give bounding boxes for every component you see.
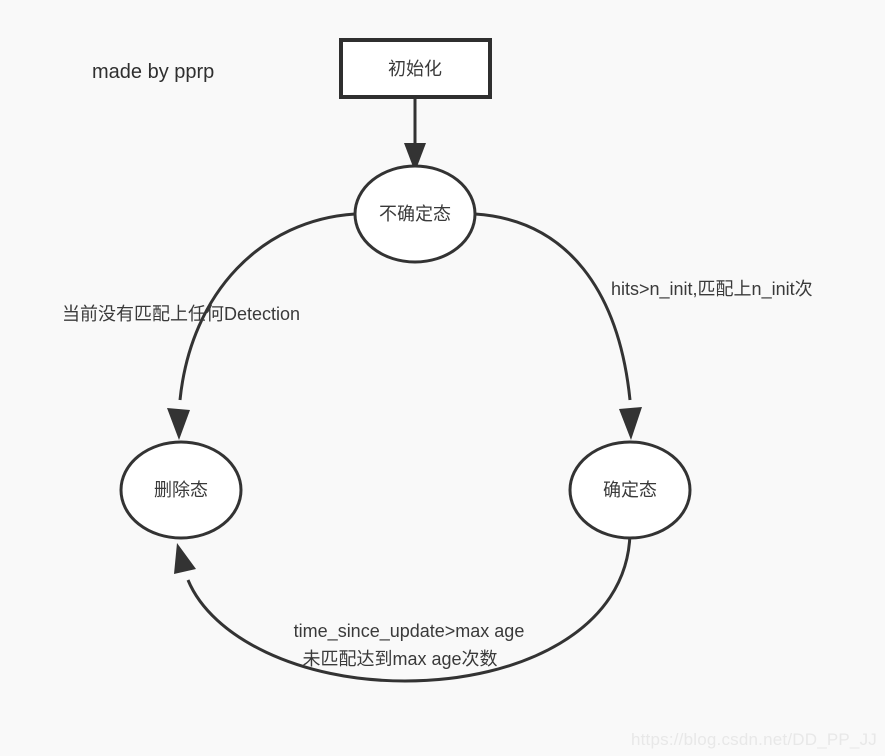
- edge-tentative-to-confirmed-path: [474, 212, 632, 401]
- edge-tentative-to-confirmed: [474, 212, 642, 440]
- edge-label-confirmed-to-deleted-line1: time_since_update>max age: [294, 621, 525, 642]
- edge-label-confirmed-to-deleted-line2: 未匹配达到max age次数: [302, 649, 497, 669]
- edge-tentative-to-confirmed-arrowhead: [619, 407, 642, 440]
- edge-tentative-to-deleted-arrowhead: [167, 408, 190, 440]
- edge-label-tentative-to-deleted: 当前没有匹配上任何Detection: [62, 304, 300, 324]
- node-confirmed[interactable]: 确定态: [568, 440, 692, 540]
- watermark: https://blog.csdn.net/DD_PP_JJ: [630, 730, 877, 749]
- edge-confirmed-to-deleted-path: [186, 532, 632, 683]
- edge-confirmed-to-deleted-arrowhead: [174, 543, 196, 574]
- node-tentative-shape: [353, 164, 477, 264]
- edge-label-tentative-to-confirmed: hits>n_init,匹配上n_init次: [611, 279, 813, 300]
- node-tentative-label: 不确定态: [379, 204, 451, 224]
- edge-start-to-tentative: [404, 97, 426, 172]
- node-deleted-label: 删除态: [154, 480, 208, 500]
- edge-tentative-to-deleted-path: [178, 212, 356, 401]
- node-deleted[interactable]: 删除态: [119, 440, 243, 540]
- node-tentative[interactable]: 不确定态: [353, 164, 477, 264]
- edge-tentative-to-deleted: [167, 212, 356, 440]
- node-deleted-shape: [119, 440, 243, 540]
- node-confirmed-label: 确定态: [603, 480, 657, 500]
- node-start-label: 初始化: [388, 59, 442, 79]
- node-start[interactable]: 初始化: [339, 38, 492, 99]
- node-start-shape: [339, 38, 492, 99]
- edge-start-to-tentative-arrowhead: [404, 143, 426, 172]
- edge-confirmed-to-deleted: [174, 532, 632, 683]
- author-note: made by pprp: [92, 61, 214, 83]
- node-confirmed-shape: [568, 440, 692, 540]
